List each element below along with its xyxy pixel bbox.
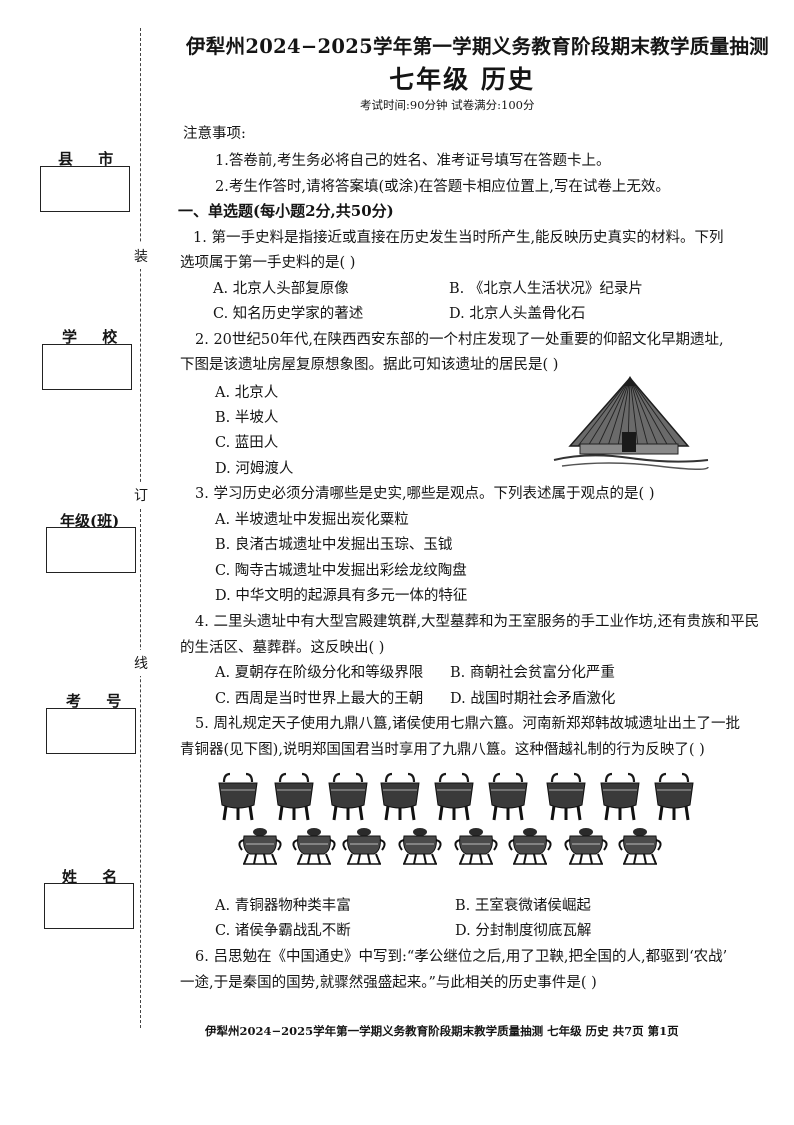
q4-line-1: 4. 二里头遗址中有大型宫殿建筑群,大型墓葬和为王室服务的手工业作坊,还有贵族和… xyxy=(195,614,760,630)
subject-title-row: 七年级 历史 xyxy=(0,60,794,96)
q1-line-2: 选项属于第一手史料的是( ) xyxy=(180,255,356,271)
q4-option-a: A. 夏朝存在阶级分化和等级界限 xyxy=(215,665,424,681)
q2-line-2: 下图是该遗址房屋复原想象图。据此可知该遗址的居民是( ) xyxy=(180,357,559,373)
q1-option-d: D. 北京人头盖骨化石 xyxy=(449,306,586,322)
q5-line-2: 青铜器(见下图),说明郑国国君当时享用了九鼎八簋。这种僭越礼制的行为反映了( ) xyxy=(180,742,705,758)
county-field[interactable] xyxy=(40,166,130,212)
q4-option-c: C. 西周是当时世界上最大的王朝 xyxy=(215,691,424,707)
q4-line-2: 的生活区、墓葬群。这反映出( ) xyxy=(180,640,385,656)
q1-option-c: C. 知名历史学家的著述 xyxy=(213,306,364,322)
q2-option-a: A. 北京人 xyxy=(215,385,279,401)
page-footer: 伊犁州2024−2025学年第一学期义务教育阶段期末教学质量抽测 七年级 历史 … xyxy=(205,1024,679,1038)
notice-heading: 注意事项: xyxy=(183,126,246,142)
q5-option-d: D. 分封制度彻底瓦解 xyxy=(455,923,592,939)
binding-char-xian: 线 xyxy=(134,650,148,676)
exam-info: 考试时间:90分钟 试卷满分:100分 xyxy=(360,98,535,112)
grade-class-field[interactable] xyxy=(46,527,136,573)
q2-line-1: 2. 20世纪50年代,在陕西西安东部的一个村庄发现了一处重要的仰韶文化早期遗址… xyxy=(195,332,724,348)
q5-option-b: B. 王室衰微诸侯崛起 xyxy=(455,898,591,914)
q5-option-c: C. 诸侯争霸战乱不断 xyxy=(215,923,351,939)
binding-char-zhuang: 装 xyxy=(134,243,148,269)
q4-option-b: B. 商朝社会贫富分化严重 xyxy=(450,665,615,681)
binding-char-ding: 订 xyxy=(134,482,148,508)
q1-option-b: B. 《北京人生活状况》纪录片 xyxy=(449,281,643,297)
q2-option-b: B. 半坡人 xyxy=(215,410,279,426)
q3-option-a: A. 半坡遗址中发掘出炭化粟粒 xyxy=(215,512,409,528)
exam-number-field[interactable] xyxy=(46,708,136,754)
q2-option-d: D. 河姆渡人 xyxy=(215,461,294,477)
school-field[interactable] xyxy=(42,344,132,390)
q5-option-a: A. 青铜器物种类丰富 xyxy=(215,898,351,914)
q3-option-b: B. 良渚古城遗址中发掘出玉琮、玉钺 xyxy=(215,537,453,553)
exam-title: 伊犁州2024−2025学年第一学期义务教育阶段期末教学质量抽测 xyxy=(186,35,769,58)
label-grade-class: 年级(班) xyxy=(60,512,120,530)
q1-option-a: A. 北京人头部复原像 xyxy=(213,281,349,297)
label-school: 学 校 xyxy=(62,328,128,346)
q3-option-c: C. 陶寺古城遗址中发掘出彩绘龙纹陶盘 xyxy=(215,563,467,579)
q5-line-1: 5. 周礼规定天子使用九鼎八簋,诸侯使用七鼎六簋。河南新郑郑韩故城遗址出土了一批 xyxy=(195,716,741,732)
notice-item-2: 2.考生作答时,请将答案填(或涂)在答题卡相应位置上,写在试卷上无效。 xyxy=(215,179,670,195)
section-heading: 一、单选题(每小题2分,共50分) xyxy=(178,202,394,220)
q2-option-c: C. 蓝田人 xyxy=(215,435,279,451)
notice-item-1: 1.答卷前,考生务必将自己的姓名、准考证号填写在答题卡上。 xyxy=(215,153,611,169)
q3-option-d: D. 中华文明的起源具有多元一体的特征 xyxy=(215,588,468,604)
binding-dashed-line xyxy=(140,28,141,1028)
banpo-hut-illustration xyxy=(553,376,709,470)
label-name: 姓 名 xyxy=(62,868,128,886)
q3-line-1: 3. 学习历史必须分清哪些是史实,哪些是观点。下列表述属于观点的是( ) xyxy=(195,486,655,502)
q4-option-d: D. 战国时期社会矛盾激化 xyxy=(450,691,616,707)
name-field[interactable] xyxy=(44,883,134,929)
label-county: 县 市 xyxy=(58,150,124,168)
q6-line-2: 一途,于是秦国的国势,就骤然强盛起来。”与此相关的历史事件是( ) xyxy=(180,975,597,991)
q1-line-1: 1. 第一手史料是指接近或直接在历史发生当时所产生,能反映历史真实的材料。下列 xyxy=(193,230,724,246)
subject-title: 七年级 历史 xyxy=(389,65,535,94)
q6-line-1: 6. 吕思勉在《中国通史》中写到:“孝公继位之后,用了卫鞅,把全国的人,都驱到‘… xyxy=(195,949,728,965)
label-exam-number: 考 号 xyxy=(66,692,132,710)
bronze-vessels-illustration xyxy=(217,772,695,865)
